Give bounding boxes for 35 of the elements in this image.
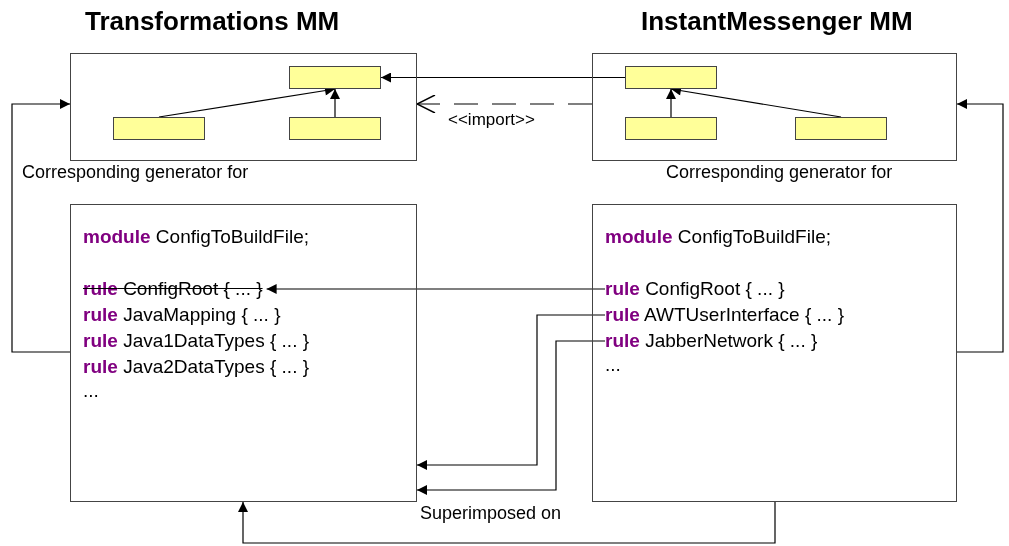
arrow (416, 314, 606, 470)
arrow (666, 88, 676, 118)
class-box (795, 117, 887, 140)
arrow (956, 99, 1004, 353)
arrow (330, 88, 340, 118)
annotation-text: Superimposed on (420, 503, 562, 524)
code-line: module ConfigToBuildFile; (83, 226, 309, 248)
code-line: rule ConfigRoot { ... } (83, 278, 263, 300)
arrow (380, 72, 626, 83)
class-box (625, 117, 717, 140)
arrow (416, 340, 606, 495)
code-line: ... (605, 354, 621, 376)
class-box (289, 66, 381, 89)
code-line: rule ConfigRoot { ... } (605, 278, 785, 300)
class-box (289, 117, 381, 140)
code-line: ... (83, 380, 99, 402)
arrow (238, 501, 776, 544)
arrow (266, 284, 606, 294)
edge-label: <<import>> (446, 110, 537, 130)
code-panel (70, 204, 417, 502)
code-line: rule AWTUserInterface { ... } (605, 304, 844, 326)
package-title: Transformations MM (85, 6, 340, 37)
package-title: InstantMessenger MM (641, 6, 913, 37)
code-line: rule Java1DataTypes { ... } (83, 330, 310, 352)
class-box (113, 117, 205, 140)
class-box (625, 66, 717, 89)
annotation-text: Corresponding generator for (666, 162, 893, 183)
arrow (11, 99, 71, 353)
code-line: rule JabberNetwork { ... } (605, 330, 818, 352)
code-line: rule Java2DataTypes { ... } (83, 356, 310, 378)
dashed-arrow (416, 94, 593, 114)
code-line: rule JavaMapping { ... } (83, 304, 281, 326)
annotation-text: Corresponding generator for (22, 162, 249, 183)
code-line: module ConfigToBuildFile; (605, 226, 831, 248)
code-panel (592, 204, 957, 502)
